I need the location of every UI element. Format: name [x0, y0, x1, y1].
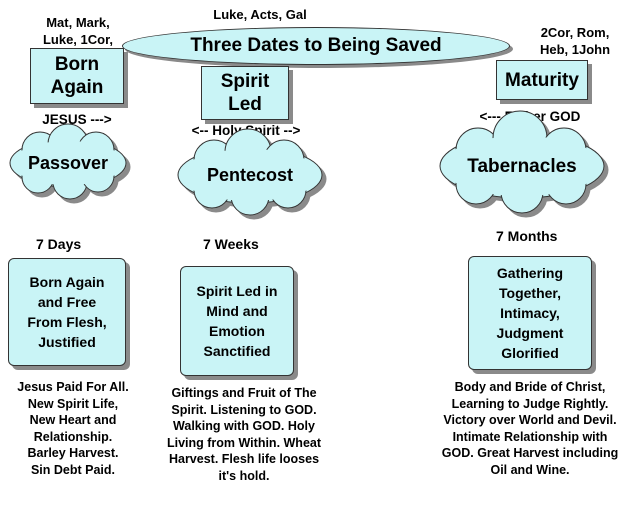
- duration-born-again: 7 Days: [36, 236, 82, 252]
- tabernacles-cloud: [439, 110, 605, 214]
- scripture-refs-born-again: Mat, Mark, Luke, 1Cor,: [42, 15, 114, 47]
- summary-box-maturity: Gathering Together, Intimacy, Judgment G…: [468, 256, 592, 370]
- arrow-label-jesus: JESUS --->: [42, 112, 112, 127]
- duration-maturity: 7 Months: [496, 228, 558, 244]
- feast-label-passover: Passover: [27, 152, 109, 173]
- summary-box-spirit-led: Spirit Led in Mind and Emotion Sanctifie…: [180, 266, 294, 376]
- summary-box-born-again: Born Again and Free From Flesh, Justifie…: [8, 258, 126, 366]
- stage-header-spirit-led: Spirit Led: [201, 66, 289, 120]
- pentecost-cloud: [177, 128, 323, 216]
- stage-header-maturity: Maturity: [496, 60, 588, 100]
- scripture-refs-spirit-led: Luke, Acts, Gal: [213, 7, 307, 22]
- description-maturity: Body and Bride of Christ, Learning to Ju…: [441, 380, 619, 477]
- scripture-refs-maturity: 2Cor, Rom, Heb, 1John: [539, 25, 611, 57]
- stage-header-born-again: Born Again: [30, 48, 124, 104]
- feast-label-pentecost: Pentecost: [206, 164, 294, 185]
- diagram-title-text: Three Dates to Being Saved: [190, 35, 442, 56]
- passover-cloud: [9, 123, 127, 200]
- description-spirit-led: Giftings and Fruit of The Spirit. Listen…: [166, 386, 322, 483]
- duration-spirit-led: 7 Weeks: [203, 236, 259, 252]
- feast-label-tabernacles: Tabernacles: [467, 156, 577, 177]
- description-born-again: Jesus Paid For All. New Spirit Life, New…: [17, 380, 129, 477]
- diagram-title: Three Dates to Being Saved: [122, 27, 510, 65]
